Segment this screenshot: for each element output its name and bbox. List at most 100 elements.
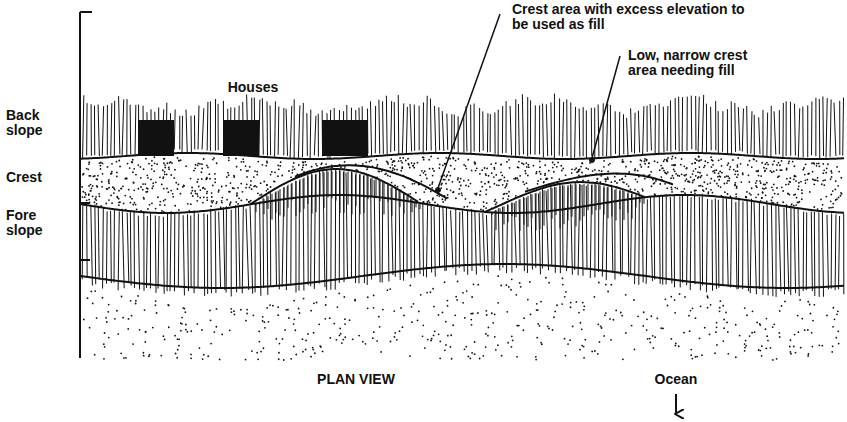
sand-stipple: [515, 178, 517, 180]
sand-stipple: [445, 176, 447, 178]
grass-stroke: [263, 198, 265, 288]
sand-stipple: [396, 169, 398, 171]
sand-stipple: [394, 184, 396, 186]
sand-stipple: [97, 175, 99, 177]
sand-stipple: [816, 165, 818, 167]
sand-stipple: [476, 167, 478, 169]
sand-stipple: [282, 338, 284, 340]
sand-stipple: [206, 164, 208, 166]
sand-stipple: [196, 200, 198, 202]
sand-stipple: [684, 180, 686, 182]
sand-stipple: [671, 189, 673, 191]
sand-stipple: [474, 341, 476, 343]
grass-stroke: [238, 206, 240, 288]
sand-stipple: [452, 181, 454, 183]
sand-stipple: [516, 356, 518, 358]
sand-stipple: [497, 302, 499, 304]
sand-stipple: [392, 170, 394, 172]
sand-stipple: [88, 161, 90, 163]
sand-stipple: [405, 160, 407, 162]
sand-stipple: [782, 190, 784, 192]
sand-stipple: [270, 186, 272, 188]
sand-stipple: [707, 183, 709, 185]
sand-stipple: [298, 308, 300, 310]
sand-stipple: [644, 158, 646, 160]
sand-stipple: [565, 291, 567, 293]
grass-stroke: [419, 204, 420, 274]
sand-stipple: [310, 356, 312, 358]
sand-stipple: [692, 170, 694, 172]
sand-stipple: [389, 288, 391, 290]
sand-stipple: [801, 189, 803, 191]
sand-stipple: [755, 196, 757, 198]
sand-stipple: [714, 180, 716, 182]
sand-stipple: [90, 184, 92, 186]
sand-stipple: [571, 168, 573, 170]
sand-stipple: [132, 343, 134, 345]
sand-stipple: [94, 201, 96, 203]
sand-stipple: [349, 319, 351, 321]
sand-stipple: [769, 170, 771, 172]
sand-stipple: [118, 160, 120, 162]
grass-stroke: [308, 176, 309, 204]
sand-stipple: [455, 296, 457, 298]
grass-stroke: [167, 213, 168, 291]
sand-stipple: [279, 165, 281, 167]
sand-stipple: [675, 157, 677, 159]
grass-stroke: [530, 100, 531, 154]
sand-stipple: [564, 296, 566, 298]
grass-stroke: [628, 192, 629, 212]
sand-stipple: [233, 187, 235, 189]
sand-stipple: [82, 196, 84, 198]
sand-stipple: [402, 185, 404, 187]
sand-stipple: [207, 167, 209, 169]
sand-stipple: [102, 163, 104, 165]
sand-stipple: [808, 173, 810, 175]
sand-stipple: [162, 169, 164, 171]
sand-stipple: [620, 312, 622, 314]
sand-stipple: [177, 157, 179, 159]
grass-stroke: [819, 99, 820, 158]
sand-stipple: [832, 326, 834, 328]
sand-stipple: [574, 169, 576, 171]
sand-stipple: [144, 183, 146, 185]
sand-stipple: [233, 175, 235, 177]
sand-stipple: [507, 342, 509, 344]
sand-stipple: [511, 278, 513, 280]
sand-stipple: [788, 162, 790, 164]
grass-stroke: [94, 106, 95, 156]
grass-stroke: [771, 202, 773, 296]
sand-stipple: [394, 160, 396, 162]
sand-stipple: [643, 311, 645, 313]
sand-stipple: [766, 162, 768, 164]
grass-stroke: [612, 187, 613, 273]
sand-stipple: [319, 345, 321, 347]
sand-stipple: [674, 312, 676, 314]
grass-stroke: [370, 179, 372, 280]
sand-stipple: [430, 291, 432, 293]
sand-stipple: [664, 183, 666, 185]
sand-stipple: [92, 303, 94, 305]
sand-stipple: [438, 167, 440, 169]
sand-stipple: [302, 167, 304, 169]
sand-stipple: [788, 183, 790, 185]
sand-stipple: [539, 166, 541, 168]
sand-stipple: [836, 166, 838, 168]
grass-stroke: [274, 101, 276, 156]
grass-stroke: [352, 172, 353, 214]
sand-stipple: [575, 301, 577, 303]
grass-stroke: [572, 185, 573, 217]
sand-stipple: [301, 169, 303, 171]
sand-stipple: [721, 165, 723, 167]
sand-stipple: [707, 307, 709, 309]
grass-stroke: [623, 114, 624, 154]
grass-stroke: [722, 111, 723, 152]
sand-stipple: [88, 193, 90, 195]
sand-stipple: [447, 300, 449, 302]
grass-stroke: [210, 209, 212, 293]
grass-stroke: [302, 103, 304, 157]
sand-stipple: [120, 352, 122, 354]
sand-stipple: [167, 162, 169, 164]
grass-stroke: [662, 195, 663, 284]
sand-stipple: [746, 191, 748, 193]
